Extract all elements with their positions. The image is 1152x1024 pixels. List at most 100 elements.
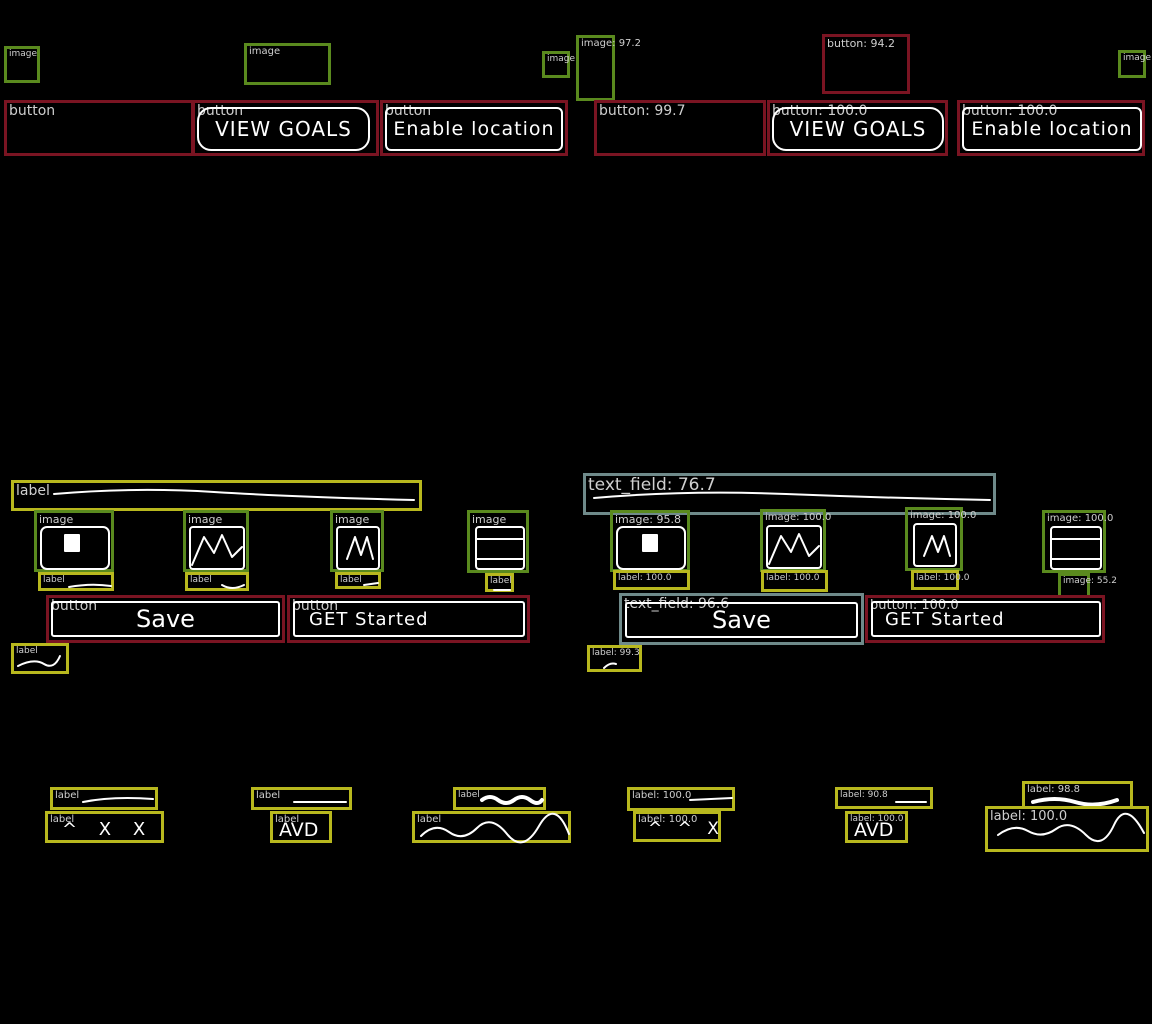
box-tag: button: 99.7 xyxy=(599,103,686,119)
scribble-line xyxy=(221,584,245,589)
sketch-text: AVD xyxy=(279,819,319,841)
chart-icon xyxy=(189,526,245,570)
right-icon-label-2: label: 100.0 xyxy=(761,570,828,592)
box-tag: text_field: 96.6 xyxy=(624,596,730,612)
left-bottom-label-4: label ^ X X xyxy=(45,811,164,843)
box-tag: image: 55.2 xyxy=(1063,576,1117,586)
box-tag: label xyxy=(16,483,50,499)
sketch-button-text: Save xyxy=(51,601,280,637)
box-tag: label xyxy=(458,790,480,800)
box-tag: label: 100.0 xyxy=(766,573,820,583)
window-icon xyxy=(475,526,525,570)
box-tag: label xyxy=(190,575,212,585)
right-enable-location-button[interactable]: button: 100.0 Enable location xyxy=(957,100,1145,156)
right-bottom-label-1: label: 100.0 xyxy=(627,787,735,811)
scribble-line xyxy=(689,797,733,801)
right-icon-label-3: label: 100.0 xyxy=(911,570,969,590)
sketch-button-text: GET Started xyxy=(871,601,1101,637)
right-top-button[interactable]: button: 94.2 xyxy=(822,34,910,94)
scribble-line xyxy=(997,812,1145,843)
box-tag: image: 100.0 xyxy=(1047,513,1114,524)
sketch-text: ^ X X xyxy=(62,819,154,840)
right-icon-image-3: image: 100.0 xyxy=(905,507,976,571)
sketch-button-text: VIEW GOALS xyxy=(197,107,370,151)
box-tag: label xyxy=(275,814,300,825)
left-icon-image-3: image xyxy=(330,510,384,572)
right-icon-label-1: label: 100.0 xyxy=(613,570,690,590)
box-tag: image xyxy=(188,513,223,526)
right-view-goals-button[interactable]: button: 100.0 VIEW GOALS xyxy=(767,100,948,156)
right-top-image-2: image: xyxy=(1118,50,1152,78)
box-tag: image xyxy=(39,513,74,526)
box-tag: button: 94.2 xyxy=(827,37,895,50)
sketch-button-text: Save xyxy=(625,602,858,638)
box-tag: label xyxy=(256,790,281,801)
scribble-line xyxy=(53,488,415,501)
scribble-line xyxy=(593,491,991,501)
sketch-button-text: Enable location xyxy=(962,107,1142,151)
box-tag: label xyxy=(43,575,65,585)
box-tag: label: 100.0 xyxy=(990,809,1068,824)
scribble-line xyxy=(895,801,927,803)
sketch-button-text: GET Started xyxy=(293,601,525,637)
left-icon-label-1: label xyxy=(38,572,114,591)
box-tag: label xyxy=(417,814,442,825)
right-bottom-label-5: label: 100.0 AVD xyxy=(845,811,908,843)
box-tag: image xyxy=(472,513,507,526)
box-tag: label: 90.8 xyxy=(840,790,888,800)
left-long-label: label xyxy=(11,480,422,511)
box-tag: button xyxy=(9,103,56,119)
left-bottom-label-5: label AVD xyxy=(270,811,332,843)
left-top-image-1: image xyxy=(4,46,40,83)
left-bottom-label-3: label xyxy=(453,787,546,810)
left-icon-image-1: image xyxy=(34,510,114,572)
right-bottom-label-4: label: 100.0 ^ ^ X xyxy=(633,811,721,842)
left-blank-button[interactable]: button xyxy=(4,100,194,156)
left-enable-location-button[interactable]: button Enable location xyxy=(380,100,568,156)
scribble-line xyxy=(1031,797,1119,807)
sketch-button-text: Enable location xyxy=(385,107,563,151)
box-tag: image: 97.2 xyxy=(581,38,641,49)
scribble-line xyxy=(17,655,61,667)
scribble-line xyxy=(293,801,347,803)
scribble-line xyxy=(82,797,154,803)
left-icon-label-3: label xyxy=(335,572,381,589)
window-icon xyxy=(1050,526,1102,570)
box-tag: label: 100.0 xyxy=(916,573,970,583)
box-tag: image xyxy=(249,46,281,57)
box-tag: label: 100.0 xyxy=(850,814,904,824)
left-icon-image-4: image xyxy=(467,510,529,573)
box-tag: image xyxy=(547,54,576,64)
left-save-button[interactable]: button Save xyxy=(46,595,285,643)
right-long-text-field[interactable]: text_field: 76.7 xyxy=(583,473,996,515)
left-icon-label-4: label xyxy=(485,573,514,592)
box-tag: label: 100.0 xyxy=(638,814,698,825)
mountain-icon xyxy=(336,526,380,570)
scribble-line xyxy=(480,795,544,805)
cube-icon xyxy=(616,526,686,570)
right-get-started-button[interactable]: button: 100.0 GET Started xyxy=(865,595,1105,643)
left-top-image-3: image xyxy=(542,51,575,78)
box-tag: label xyxy=(340,575,362,585)
sketch-text: ^ ^ X xyxy=(648,819,724,839)
box-tag: text_field: 76.7 xyxy=(588,475,716,495)
box-tag: image: 100.0 xyxy=(765,512,832,523)
cube-icon xyxy=(40,526,110,570)
scribble-line xyxy=(363,582,379,586)
box-tag: image: 95.8 xyxy=(615,513,681,526)
right-bottom-label-2: label: 90.8 xyxy=(835,787,933,809)
mountain-icon xyxy=(913,523,957,567)
box-tag: image xyxy=(9,49,38,59)
right-blank-button[interactable]: button: 99.7 xyxy=(594,100,766,156)
left-bottom-label-2: label xyxy=(251,787,352,810)
right-small-label: label: 99.3 xyxy=(587,645,642,672)
box-tag: image xyxy=(335,513,370,526)
right-bottom-label-3: label: 98.8 xyxy=(1022,781,1133,809)
scribble-line xyxy=(68,583,112,588)
right-icon-image-4: image: 100.0 xyxy=(1042,510,1113,573)
box-tag: label: 99.3 xyxy=(592,648,640,658)
left-get-started-button[interactable]: button GET Started xyxy=(287,595,530,643)
left-bottom-label-1: label xyxy=(50,787,158,810)
right-save-text-field[interactable]: text_field: 96.6 Save xyxy=(619,593,864,645)
left-view-goals-button[interactable]: button VIEW GOALS xyxy=(192,100,379,156)
